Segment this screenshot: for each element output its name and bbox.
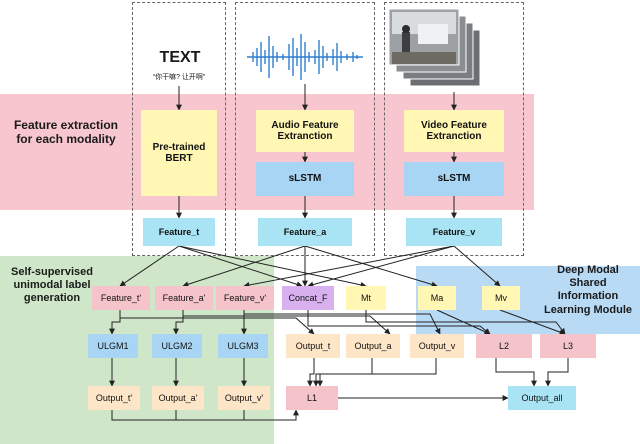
text-modality-title: TEXT xyxy=(159,49,201,66)
video-frames-icon xyxy=(388,8,481,87)
ma-box: Ma xyxy=(418,286,456,310)
ulgm1-box: ULGM1 xyxy=(88,334,138,358)
output-a-box: Output_a xyxy=(346,334,400,358)
deep-modal-label: Deep Modal Shared Information Learning M… xyxy=(544,264,632,316)
bert-box: Pre-trained BERT xyxy=(141,110,217,196)
feature-v-box: Feature_v xyxy=(406,218,502,246)
text-column xyxy=(132,2,226,256)
output-all-box: Output_all xyxy=(508,386,576,410)
text-sample: “你干嘛? 让开啊” xyxy=(152,74,206,81)
concat-f-box: Concat_F xyxy=(282,286,334,310)
ulgm3-box: ULGM3 xyxy=(218,334,268,358)
feature-t-prime-box: Feature_t' xyxy=(92,286,150,310)
feature-v-prime-box: Feature_v' xyxy=(216,286,274,310)
audio-extraction-box: Audio Feature Extranction xyxy=(256,110,354,152)
video-column xyxy=(384,2,524,256)
mt-box: Mt xyxy=(346,286,386,310)
output-t-prime-box: Output_t' xyxy=(88,386,140,410)
ulgm2-box: ULGM2 xyxy=(152,334,202,358)
l2-box: L2 xyxy=(476,334,532,358)
output-a-prime-box: Output_a' xyxy=(152,386,204,410)
video-extraction-box: Video Feature Extranction xyxy=(404,110,504,152)
l3-box: L3 xyxy=(540,334,596,358)
mv-box: Mv xyxy=(482,286,520,310)
feature-t-box: Feature_t xyxy=(143,218,215,246)
slstm-audio-box: sLSTM xyxy=(256,162,354,196)
self-supervised-label: Self-supervised unimodal label generatio… xyxy=(11,266,93,305)
output-v-box: Output_v xyxy=(410,334,464,358)
audio-waveform-icon xyxy=(247,34,363,80)
output-v-prime-box: Output_v' xyxy=(218,386,270,410)
output-t-box: Output_t xyxy=(286,334,340,358)
feature-a-box: Feature_a xyxy=(258,218,352,246)
slstm-video-box: sLSTM xyxy=(404,162,504,196)
feature-a-prime-box: Feature_a' xyxy=(155,286,213,310)
l1-box: L1 xyxy=(286,386,338,410)
feature-extraction-label: Feature extraction for each modality xyxy=(13,118,119,147)
